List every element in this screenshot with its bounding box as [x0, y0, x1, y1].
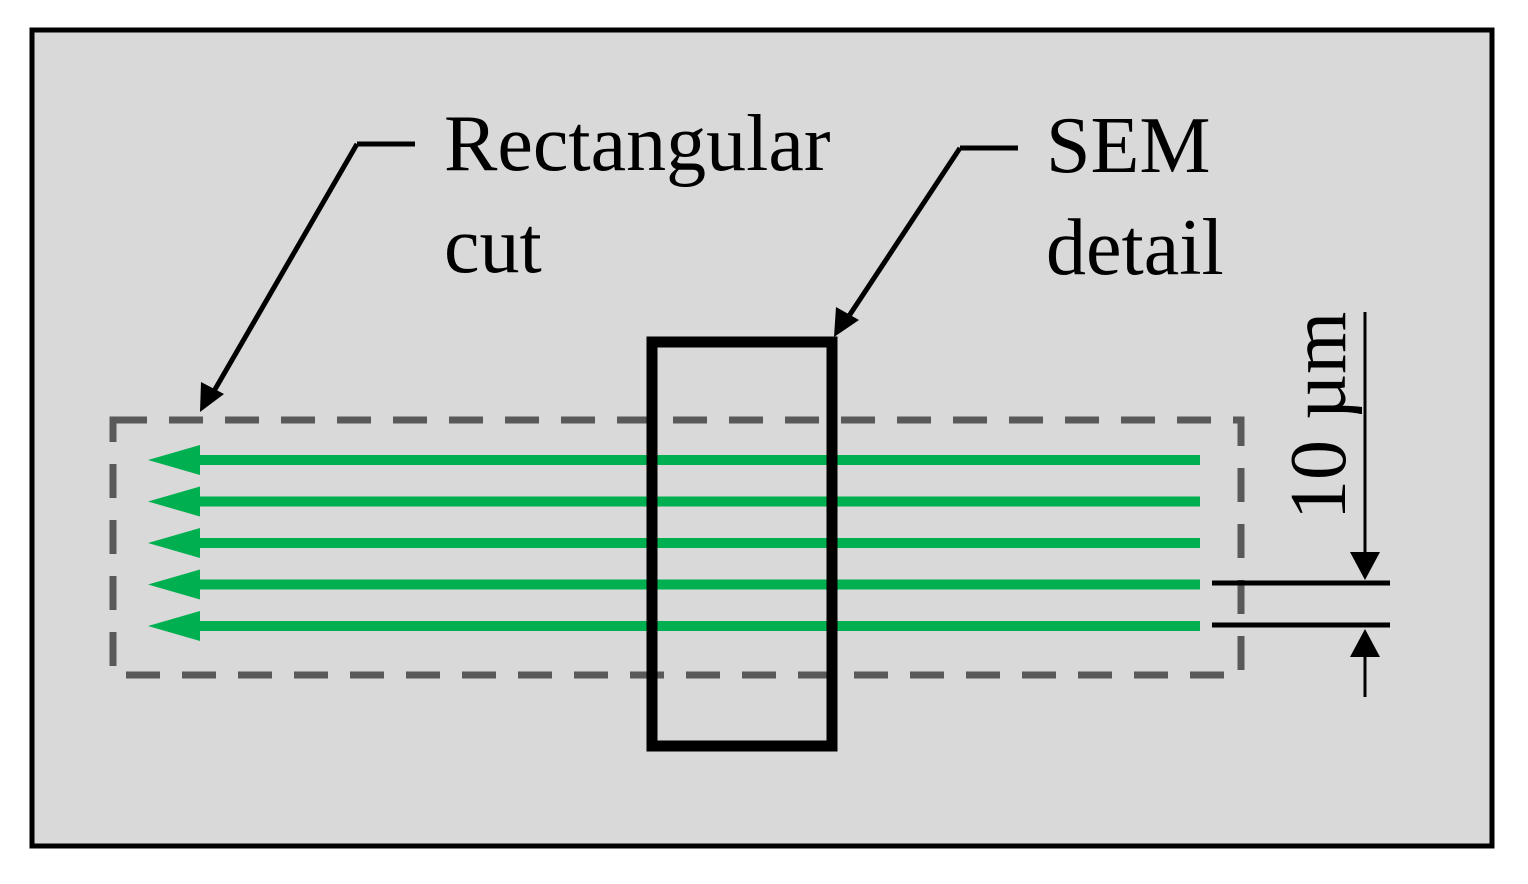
laser-track-arrowhead	[148, 486, 200, 517]
dimension-arrowhead-down	[1350, 552, 1380, 580]
rectangular-cut-label-line1: Rectangular	[444, 100, 830, 188]
laser-track-arrowhead	[148, 569, 200, 600]
laser-tracks	[148, 445, 1200, 641]
rectangular-cut-outline	[109, 416, 1245, 679]
laser-track-arrowhead	[148, 528, 200, 558]
spacing-label: 10 µm	[1275, 312, 1363, 520]
spacing-dimension: 10 µm	[1212, 312, 1390, 697]
laser-track-arrowhead	[148, 445, 200, 475]
laser-track-arrowhead	[148, 611, 200, 641]
sem-detail-box	[646, 336, 838, 752]
dimension-arrowhead-up	[1350, 629, 1380, 657]
sem-detail-leader	[834, 145, 1018, 337]
sem-detail-arrowhead	[834, 307, 859, 337]
rectangular-cut-arrowhead	[200, 382, 224, 412]
background-panel	[29, 27, 1495, 849]
sem-detail-label-line2: detail	[1046, 204, 1224, 292]
sem-detail-label-line1: SEM	[1046, 102, 1211, 190]
rectangular-cut-leader	[200, 141, 415, 412]
rectangular-cut-label-line2: cut	[444, 202, 542, 290]
